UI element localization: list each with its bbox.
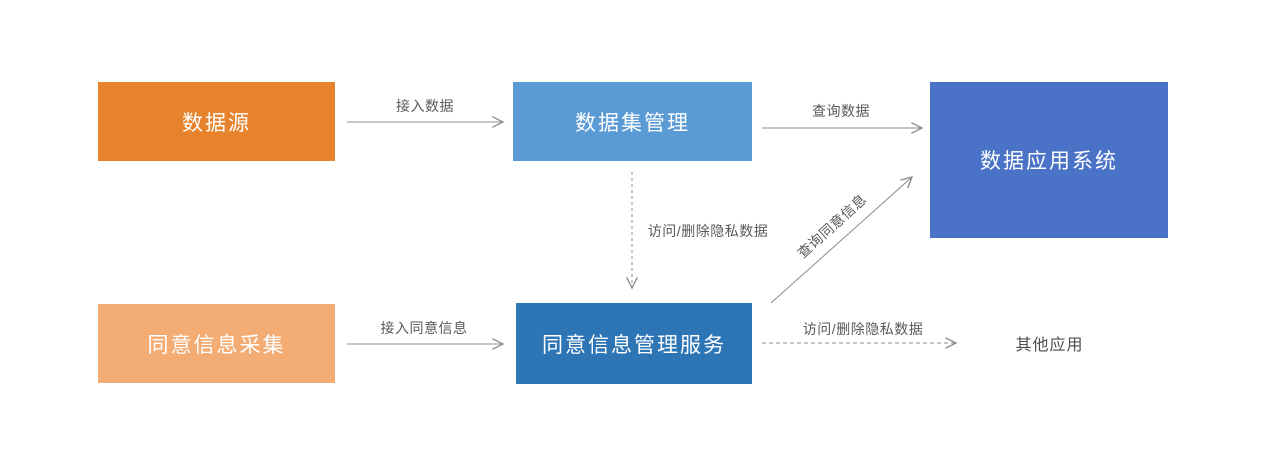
edge-label-query-consent-info: 查询同意信息	[794, 190, 870, 262]
node-data-source-label: 数据源	[182, 111, 251, 135]
node-consent-mgmt-service: 同意信息管理服务	[516, 303, 752, 384]
edge-label-ingest-consent-info: 接入同意信息	[380, 320, 468, 336]
node-other-applications-label: 其他应用	[1015, 337, 1084, 354]
edge-query-consent-line	[770, 176, 914, 304]
node-data-source: 数据源	[98, 82, 335, 161]
node-dataset-management-label: 数据集管理	[575, 111, 690, 135]
node-consent-collection: 同意信息采集	[98, 304, 335, 383]
node-data-application-system-label: 数据应用系统	[980, 150, 1118, 173]
node-consent-collection-label: 同意信息采集	[147, 333, 286, 357]
node-data-application-system: 数据应用系统	[930, 82, 1168, 238]
node-dataset-management: 数据集管理	[513, 82, 752, 161]
edge-label-access-delete-private-data-down: 访问/删除隐私数据	[647, 223, 769, 239]
edge-label-access-delete-private-data-right: 访问/删除隐私数据	[802, 321, 924, 337]
edge-label-ingest-data: 接入数据	[396, 98, 454, 114]
node-other-applications: 其他应用	[971, 318, 1128, 368]
node-consent-mgmt-service-label: 同意信息管理服务	[542, 333, 726, 357]
edge-label-query-data: 查询数据	[812, 103, 870, 119]
